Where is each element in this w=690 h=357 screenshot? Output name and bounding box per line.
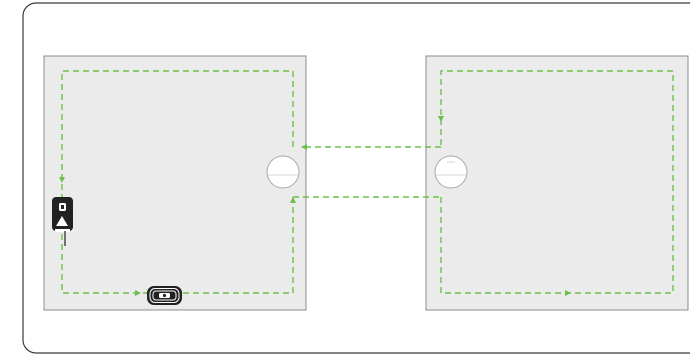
diagram-frame bbox=[22, 2, 690, 354]
dashed-path-zone-1 bbox=[61, 70, 294, 294]
zone-2 bbox=[425, 55, 689, 311]
path-arrow-up-right bbox=[290, 197, 296, 203]
robot-mower-icon bbox=[147, 286, 182, 305]
passage-marker-icon bbox=[266, 155, 300, 189]
path-arrow-down-left bbox=[59, 177, 65, 183]
path-arrow-right-zone-2 bbox=[565, 290, 571, 296]
path-arrow-down-zone-2 bbox=[438, 116, 444, 122]
path-arrow-right-bottom bbox=[135, 290, 141, 296]
dashed-path-zone-2 bbox=[440, 70, 674, 294]
zone-1 bbox=[43, 55, 307, 311]
path-arrow-left bbox=[301, 144, 307, 150]
charging-station-icon bbox=[52, 197, 73, 246]
passage-marker-icon bbox=[434, 155, 468, 189]
